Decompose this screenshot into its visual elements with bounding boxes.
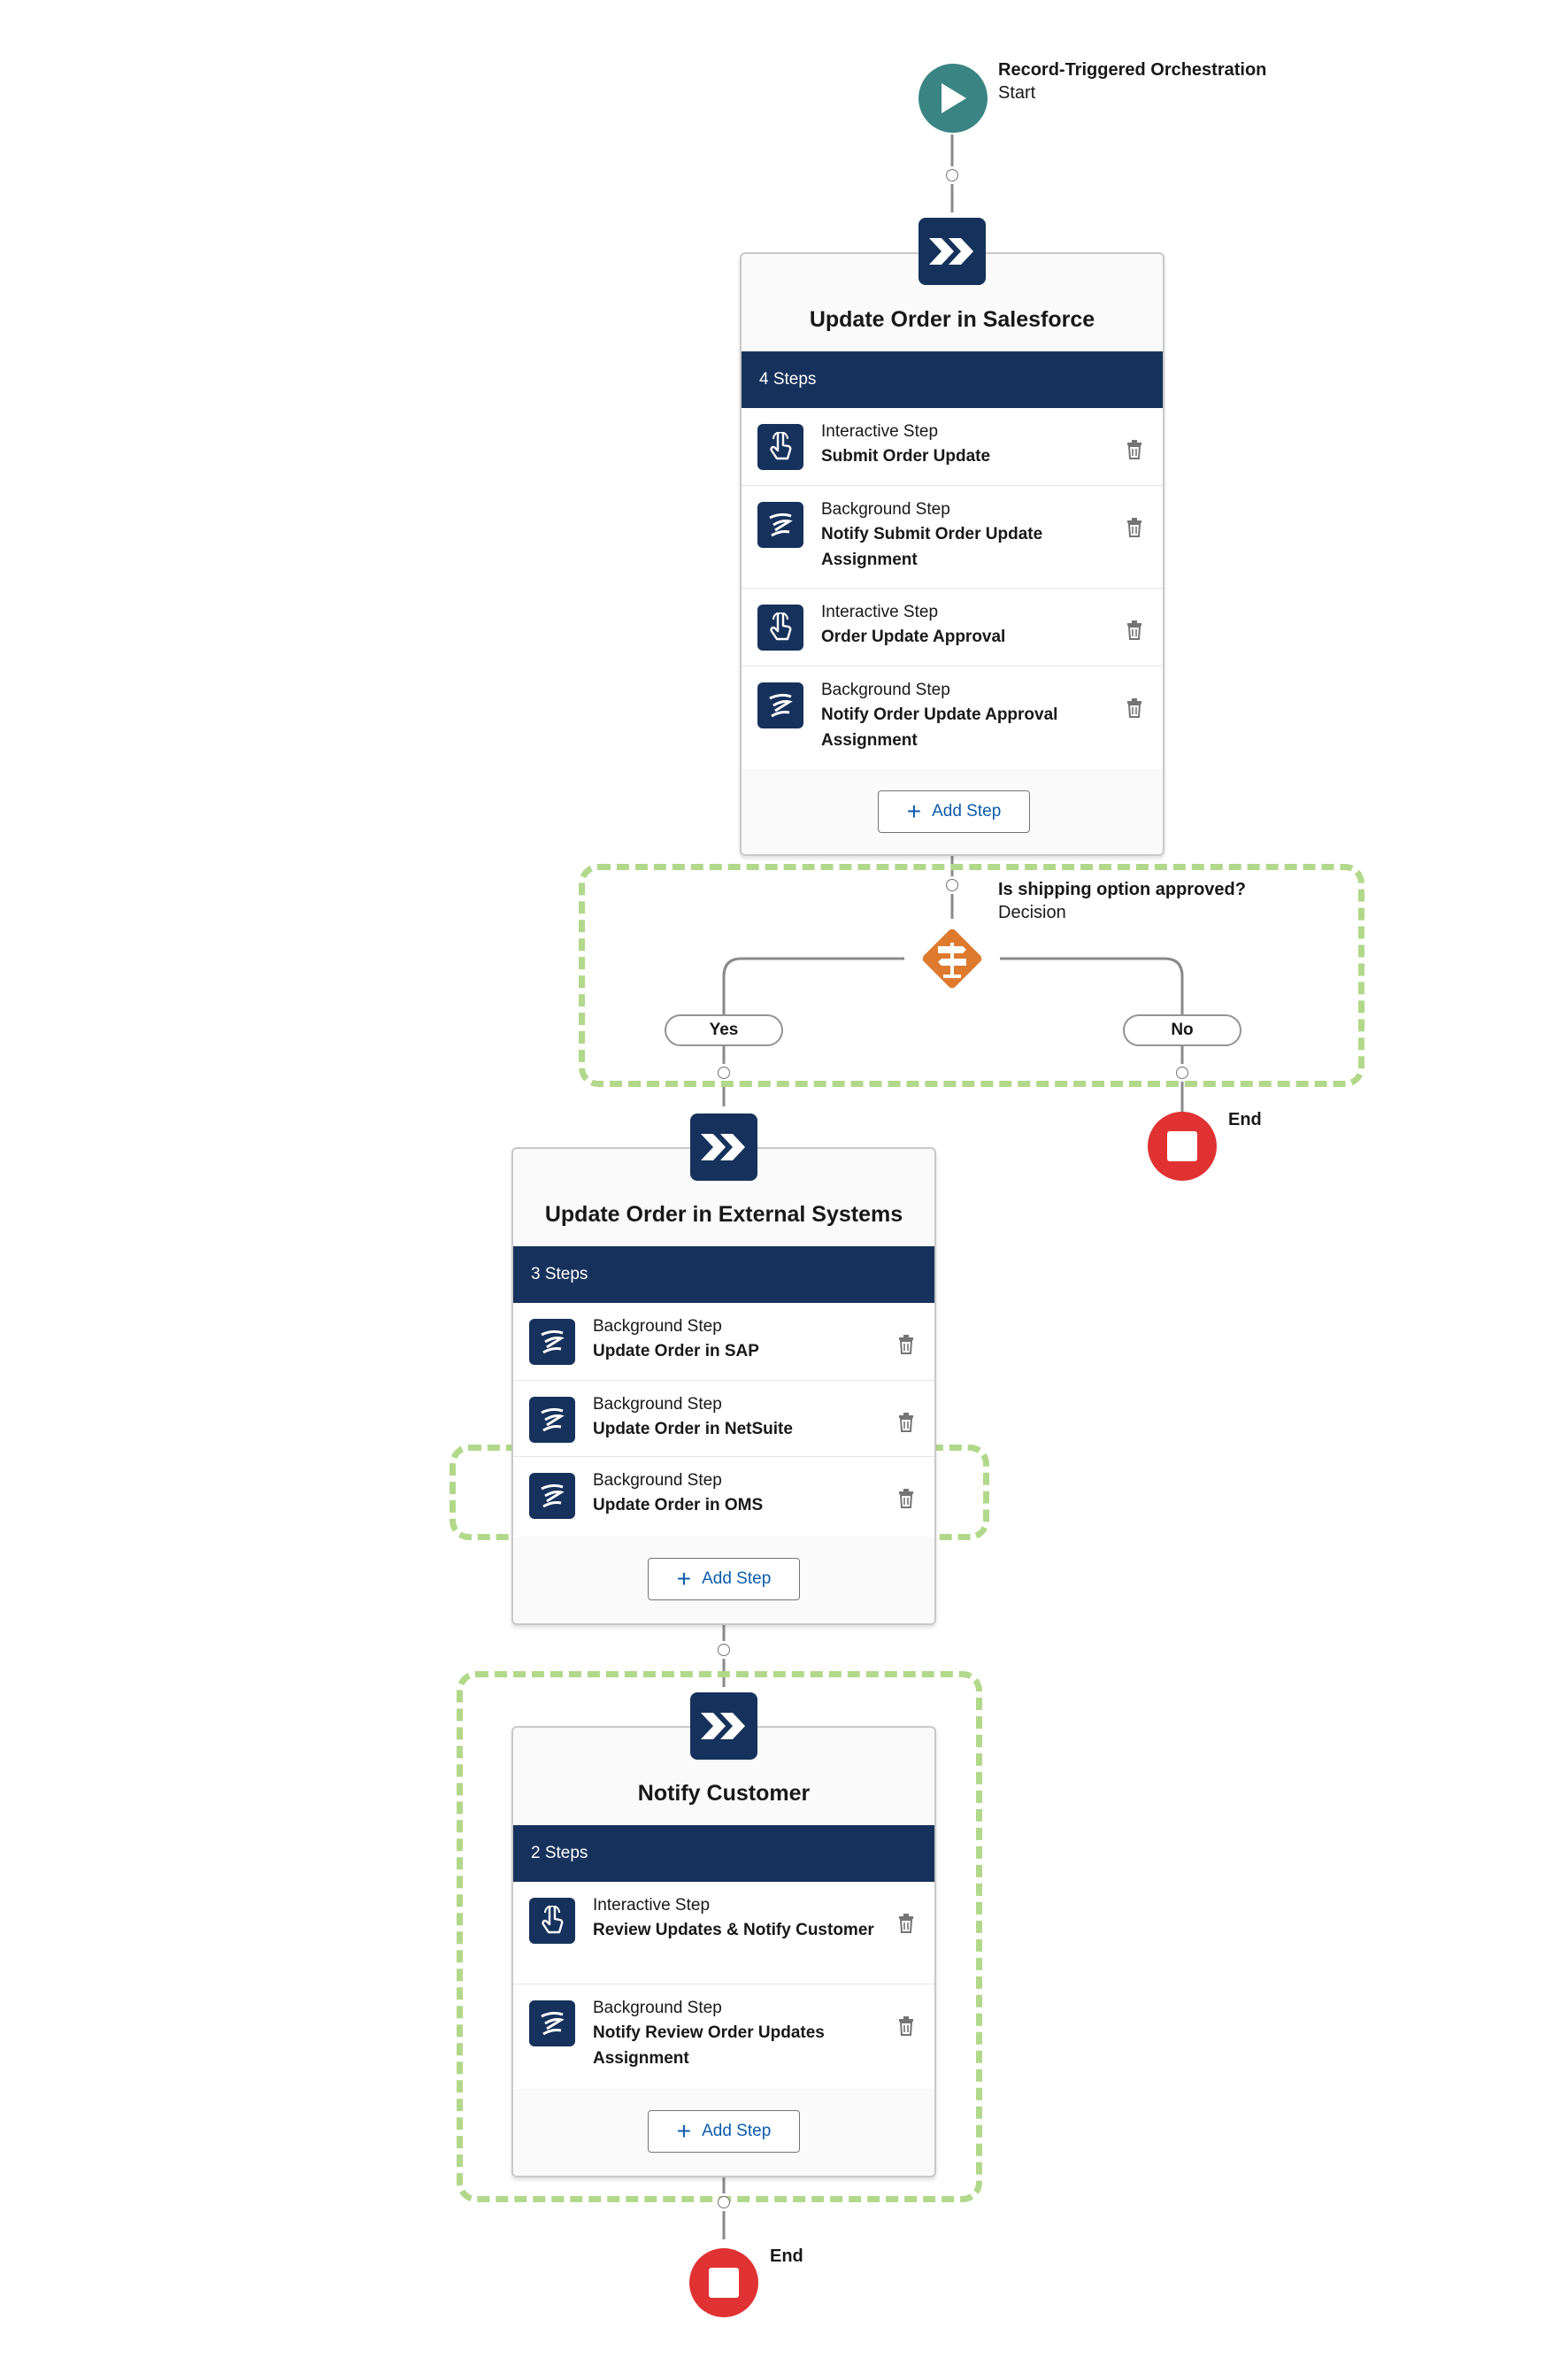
step-item[interactable]: Interactive Step Order Update Approval [742, 589, 1163, 667]
trash-icon[interactable] [1126, 698, 1143, 718]
decision-highlight [579, 864, 1364, 1087]
add-step-button[interactable]: + Add Step [648, 2110, 800, 2153]
double-chevron-icon [929, 238, 973, 265]
add-step-label: Add Step [932, 802, 1002, 821]
step-type: Interactive Step [821, 422, 939, 441]
decision-title: Is shipping option approved? [998, 880, 1246, 899]
step-type: Background Step [593, 1999, 722, 2017]
stage-title: Update Order in External Systems [544, 1202, 903, 1227]
hand-pointer-icon [529, 1898, 575, 1944]
step-name: Update Order in OMS [593, 1496, 764, 1514]
step-name: Order Update Approval [821, 628, 1006, 646]
step-item[interactable]: Background Step Notify Review Order Upda… [513, 1984, 934, 2089]
stage-step-count: 2 Steps [513, 1825, 934, 1882]
stage-step-count: 4 Steps [742, 351, 1163, 408]
step-type: Interactive Step [593, 1896, 711, 1915]
step-type: Interactive Step [821, 603, 939, 621]
trash-icon[interactable] [1126, 620, 1143, 640]
end-label: End [1228, 1110, 1262, 1129]
branch-no-label[interactable]: No [1123, 1014, 1241, 1046]
step-type: Background Step [593, 1317, 722, 1336]
double-chevron-icon [701, 1134, 745, 1160]
background-flow-icon [529, 1473, 575, 1519]
step-item[interactable]: Background Step Notify Submit Order Upda… [742, 486, 1163, 589]
background-flow-icon [529, 2000, 575, 2046]
background-flow-icon [757, 682, 803, 728]
step-name: Update Order in SAP [593, 1342, 759, 1360]
stage-update-order-external[interactable]: Update Order in External Systems 3 Steps… [511, 1147, 936, 1625]
end-node[interactable] [1148, 1112, 1217, 1181]
step-name: Submit Order Update [821, 447, 991, 466]
decision-node[interactable] [919, 925, 986, 992]
step-name: Review Updates & Notify Customer [593, 1921, 874, 1939]
add-step-label: Add Step [702, 1569, 772, 1588]
decision-subtitle: Decision [998, 903, 1066, 922]
start-title: Record-Triggered Orchestration [998, 60, 1267, 80]
step-name: Notify Submit Order Update Assignment [821, 525, 1043, 569]
trash-icon[interactable] [897, 1914, 915, 1933]
stage-step-count: 3 Steps [513, 1246, 934, 1303]
step-item[interactable]: Interactive Step Review Updates & Notify… [513, 1882, 934, 1984]
start-subtitle: Start [998, 83, 1036, 103]
trash-icon[interactable] [897, 1335, 915, 1354]
connector-node[interactable] [1176, 1067, 1188, 1079]
stage-icon [919, 218, 986, 285]
stage-notify-customer[interactable]: Notify Customer 2 Steps Interactive Step… [511, 1726, 936, 2177]
background-flow-icon [757, 502, 803, 548]
step-type: Background Step [821, 681, 950, 699]
step-item[interactable]: Background Step Notify Order Update Appr… [742, 667, 1163, 769]
trash-icon[interactable] [1126, 518, 1143, 537]
background-flow-icon [529, 1397, 575, 1443]
step-item[interactable]: Background Step Update Order in OMS [513, 1457, 934, 1537]
stage-icon [690, 1692, 757, 1760]
step-item[interactable]: Background Step Update Order in SAP [513, 1303, 934, 1381]
step-item[interactable]: Interactive Step Submit Order Update [742, 408, 1163, 486]
trash-icon[interactable] [1126, 440, 1143, 459]
plus-icon: + [676, 2117, 692, 2145]
connector-node[interactable] [718, 1067, 730, 1079]
stage-icon [690, 1114, 757, 1181]
double-chevron-icon [701, 1713, 745, 1739]
step-name: Notify Order Update Approval Assignment [821, 705, 1058, 750]
stop-icon [1167, 1131, 1197, 1161]
hand-pointer-icon [757, 605, 803, 651]
branch-yes-label[interactable]: Yes [665, 1014, 783, 1046]
connector-node[interactable] [946, 169, 958, 181]
plus-icon: + [676, 1565, 692, 1592]
hand-pointer-icon [757, 424, 803, 470]
step-type: Background Step [593, 1395, 722, 1414]
trash-icon[interactable] [897, 1413, 915, 1432]
stage-title: Update Order in Salesforce [809, 307, 1095, 332]
connector-node[interactable] [946, 879, 958, 891]
step-type: Background Step [593, 1471, 722, 1490]
step-name: Update Order in NetSuite [593, 1420, 793, 1438]
end-label: End [770, 2246, 803, 2266]
add-step-label: Add Step [702, 2122, 772, 2140]
add-step-button[interactable]: + Add Step [648, 1558, 800, 1600]
signpost-icon [938, 943, 966, 978]
background-flow-icon [529, 1319, 575, 1365]
step-type: Background Step [821, 500, 950, 519]
connector-node[interactable] [718, 2196, 730, 2208]
connector-node[interactable] [718, 1644, 730, 1656]
stop-icon [709, 2268, 739, 2298]
start-node[interactable] [919, 64, 988, 133]
trash-icon[interactable] [897, 1489, 915, 1508]
step-item[interactable]: Background Step Update Order in NetSuite [513, 1381, 934, 1457]
step-name: Notify Review Order Updates Assignment [593, 2023, 825, 2068]
add-step-button[interactable]: + Add Step [878, 790, 1030, 833]
play-icon [942, 83, 966, 113]
trash-icon[interactable] [897, 2016, 915, 2036]
end-node[interactable] [689, 2248, 758, 2317]
stage-update-order-salesforce[interactable]: Update Order in Salesforce 4 Steps Inter… [740, 252, 1164, 856]
stage-title: Notify Customer [637, 1781, 811, 1806]
plus-icon: + [906, 798, 922, 825]
